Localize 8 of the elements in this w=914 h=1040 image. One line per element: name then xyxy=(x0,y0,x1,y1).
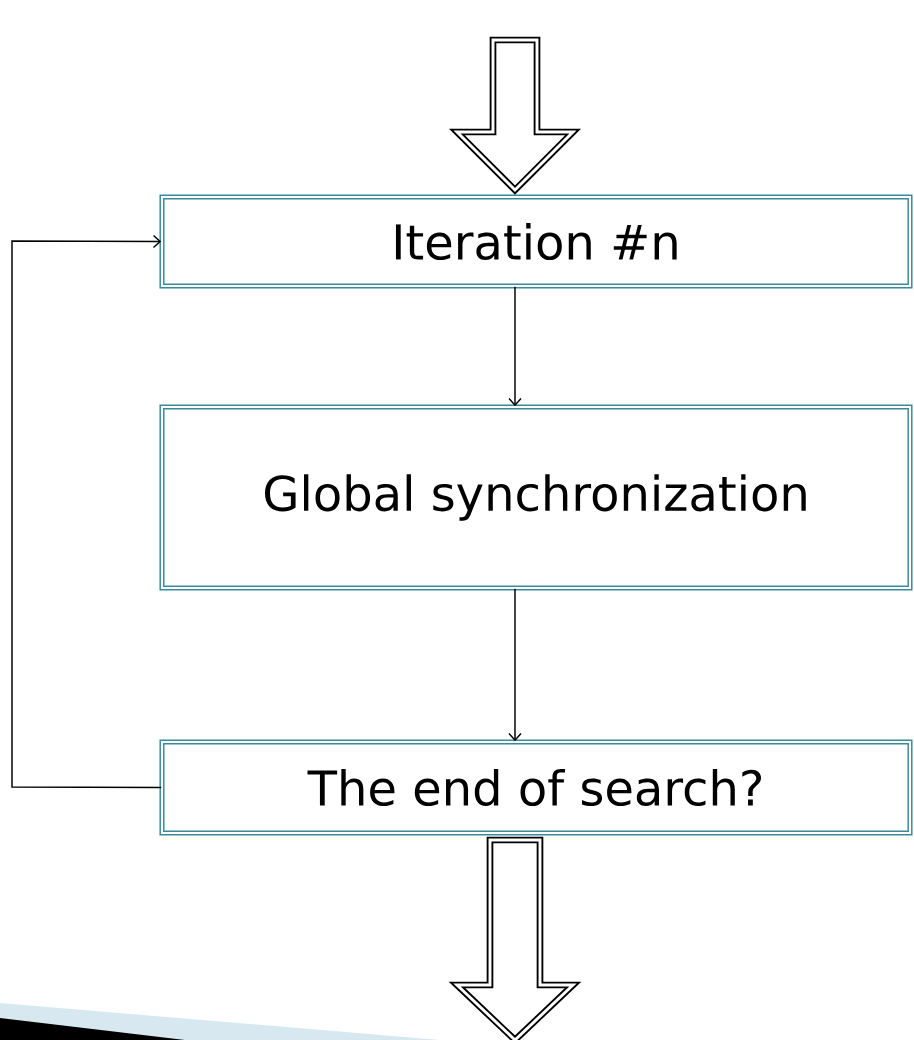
block-arrow xyxy=(448,36,582,195)
process-box: Global synchronization xyxy=(159,404,913,591)
arrow xyxy=(11,234,162,789)
process-box: Iteration #n xyxy=(159,194,913,289)
arrow xyxy=(508,588,522,742)
arrow xyxy=(508,286,522,407)
block-arrow xyxy=(448,836,582,1040)
process-box: The end of search? xyxy=(159,739,913,836)
